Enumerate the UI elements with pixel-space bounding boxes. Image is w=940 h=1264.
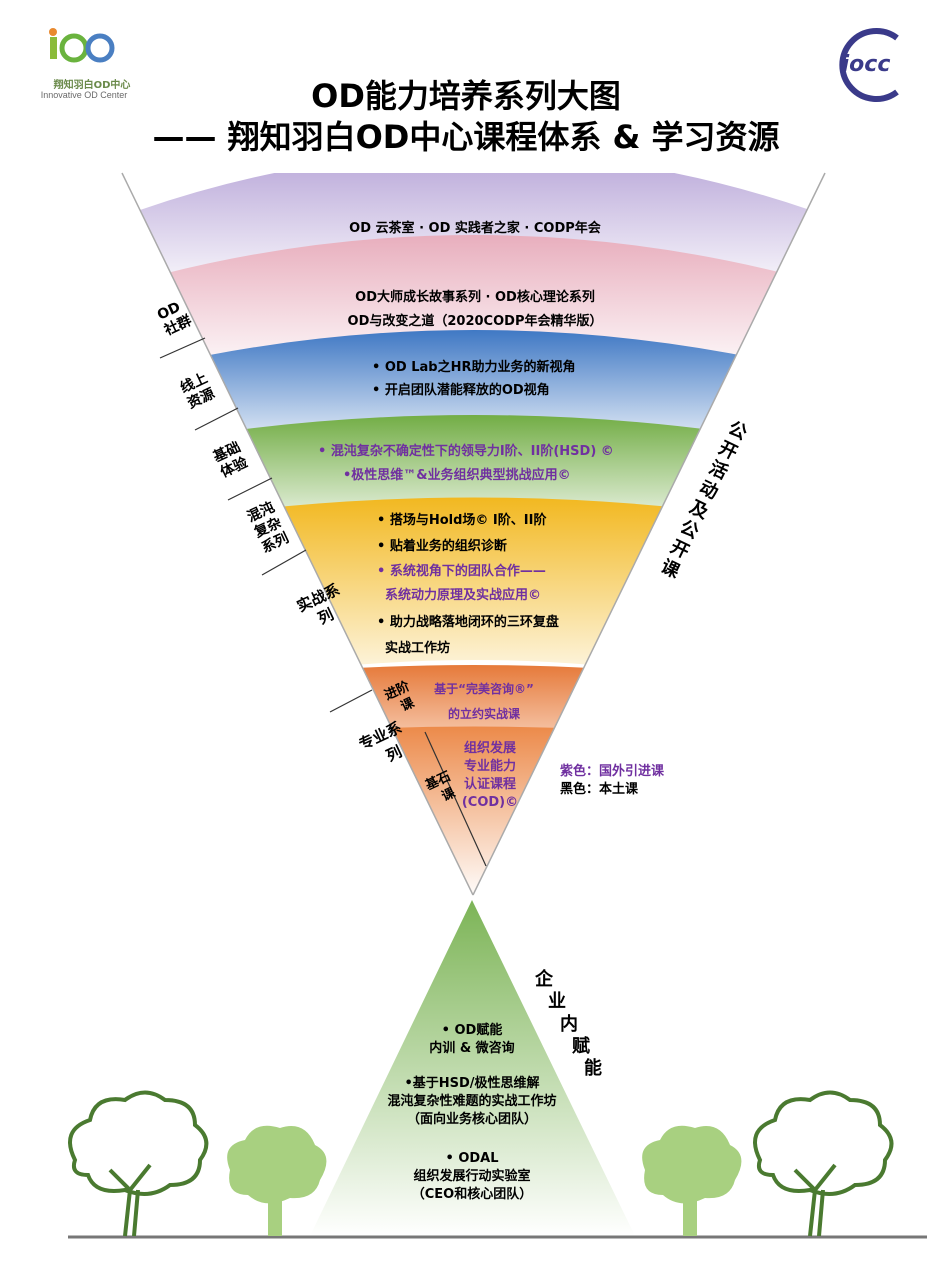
advanced-item-1: 基于“完美咨询®” (433, 681, 534, 696)
pyramid-item-2-line-1: •基于HSD/极性思维解 (404, 1075, 539, 1091)
logo-left-cn: 翔知羽白OD中心 (53, 78, 131, 91)
foundation-item-4: (COD)© (462, 795, 518, 810)
logo-left: 翔知羽白OD中心 Innovative OD Center (41, 28, 131, 100)
tree-outline-left (68, 1090, 209, 1237)
tree-solid-right (642, 1125, 742, 1236)
tree-solid-left (227, 1125, 327, 1236)
foundation-item-3: 认证课程 (464, 776, 516, 792)
pyramid-item-2-line-2: 混沌复杂性难题的实战工作坊 (387, 1093, 556, 1109)
pyramid-item-3-line-2: 组织发展行动实验室 (413, 1168, 530, 1184)
layer-3-item-2: • 开启团队潜能释放的OD视角 (372, 382, 550, 398)
pyramid (310, 900, 635, 1236)
pyramid-side-label-glyphs: 企 业 内 赋 能 (534, 968, 602, 1079)
title-line-1: OD能力培养系列大图 (311, 77, 621, 115)
category-basic-experience: 基础体验 (211, 438, 252, 481)
logo-left-en: Innovative OD Center (41, 90, 128, 100)
tree-outline-right (753, 1090, 894, 1237)
layer-5-item-3: • 系统视角下的团队合作—— (377, 563, 546, 579)
layer-4-item-2: •极性思维™&业务组织典型挑战应用© (343, 467, 571, 483)
pyramid-item-1-line-1: • OD赋能 (442, 1022, 503, 1038)
advanced-item-2: 的立约实战课 (448, 706, 521, 721)
category-dividers (159, 337, 487, 867)
layer-5-item-2: • 贴着业务的组织诊断 (377, 538, 507, 554)
foundation-item-2: 专业能力 (464, 758, 516, 774)
layer-5-item-1: • 搭场与Hold场© I阶、II阶 (377, 512, 547, 528)
foundation-item-1: 组织发展 (464, 740, 517, 756)
svg-text:混沌复杂系列: 混沌复杂系列 (244, 498, 292, 556)
layer-1-item-1: OD 云茶室 · OD 实践者之家 · CODP年会 (349, 220, 602, 236)
svg-text:线上资源: 线上资源 (178, 369, 218, 412)
pyramid-item-3-line-3: （CEO和核心团队） (412, 1186, 532, 1202)
layer-2-item-1: OD大师成长故事系列 · OD核心理论系列 (355, 289, 595, 305)
pyramid-item-1-line-2: 内训 & 微咨询 (429, 1040, 514, 1056)
layer-4-item-1: • 混沌复杂不确定性下的领导力I阶、II阶(HSD) © (318, 443, 614, 459)
layer-5-item-6: 实战工作坊 (385, 640, 450, 656)
funnel-left-edge (121, 172, 474, 896)
category-online-resources: 线上资源 (178, 369, 218, 412)
pyramid-item-3-line-1: • ODAL (445, 1151, 498, 1166)
layer-5-item-5: • 助力战略落地闭环的三环复盘 (377, 614, 559, 630)
legend-black: 黑色：本土课 (560, 781, 639, 797)
funnel-right-edge (472, 172, 826, 896)
layer-3-item-1: • OD Lab之HR助力业务的新视角 (372, 359, 575, 375)
svg-text:基础体验: 基础体验 (211, 438, 252, 481)
logo-right-text: iocc (842, 52, 891, 77)
pyramid-item-2-line-3: （面向业务核心团队） (407, 1111, 537, 1127)
logo-right: iocc (839, 28, 899, 102)
legend-purple: 紫色：国外引进课 (560, 763, 665, 779)
category-chaos-series: 混沌复杂系列 (244, 498, 292, 556)
title-line-2: —— 翔知羽白OD中心课程体系 & 学习资源 (152, 118, 779, 156)
layer-2-item-2: OD与改变之道（2020CODP年会精华版） (348, 313, 603, 329)
layer-5-item-4: 系统动力原理及实战应用© (385, 587, 541, 603)
